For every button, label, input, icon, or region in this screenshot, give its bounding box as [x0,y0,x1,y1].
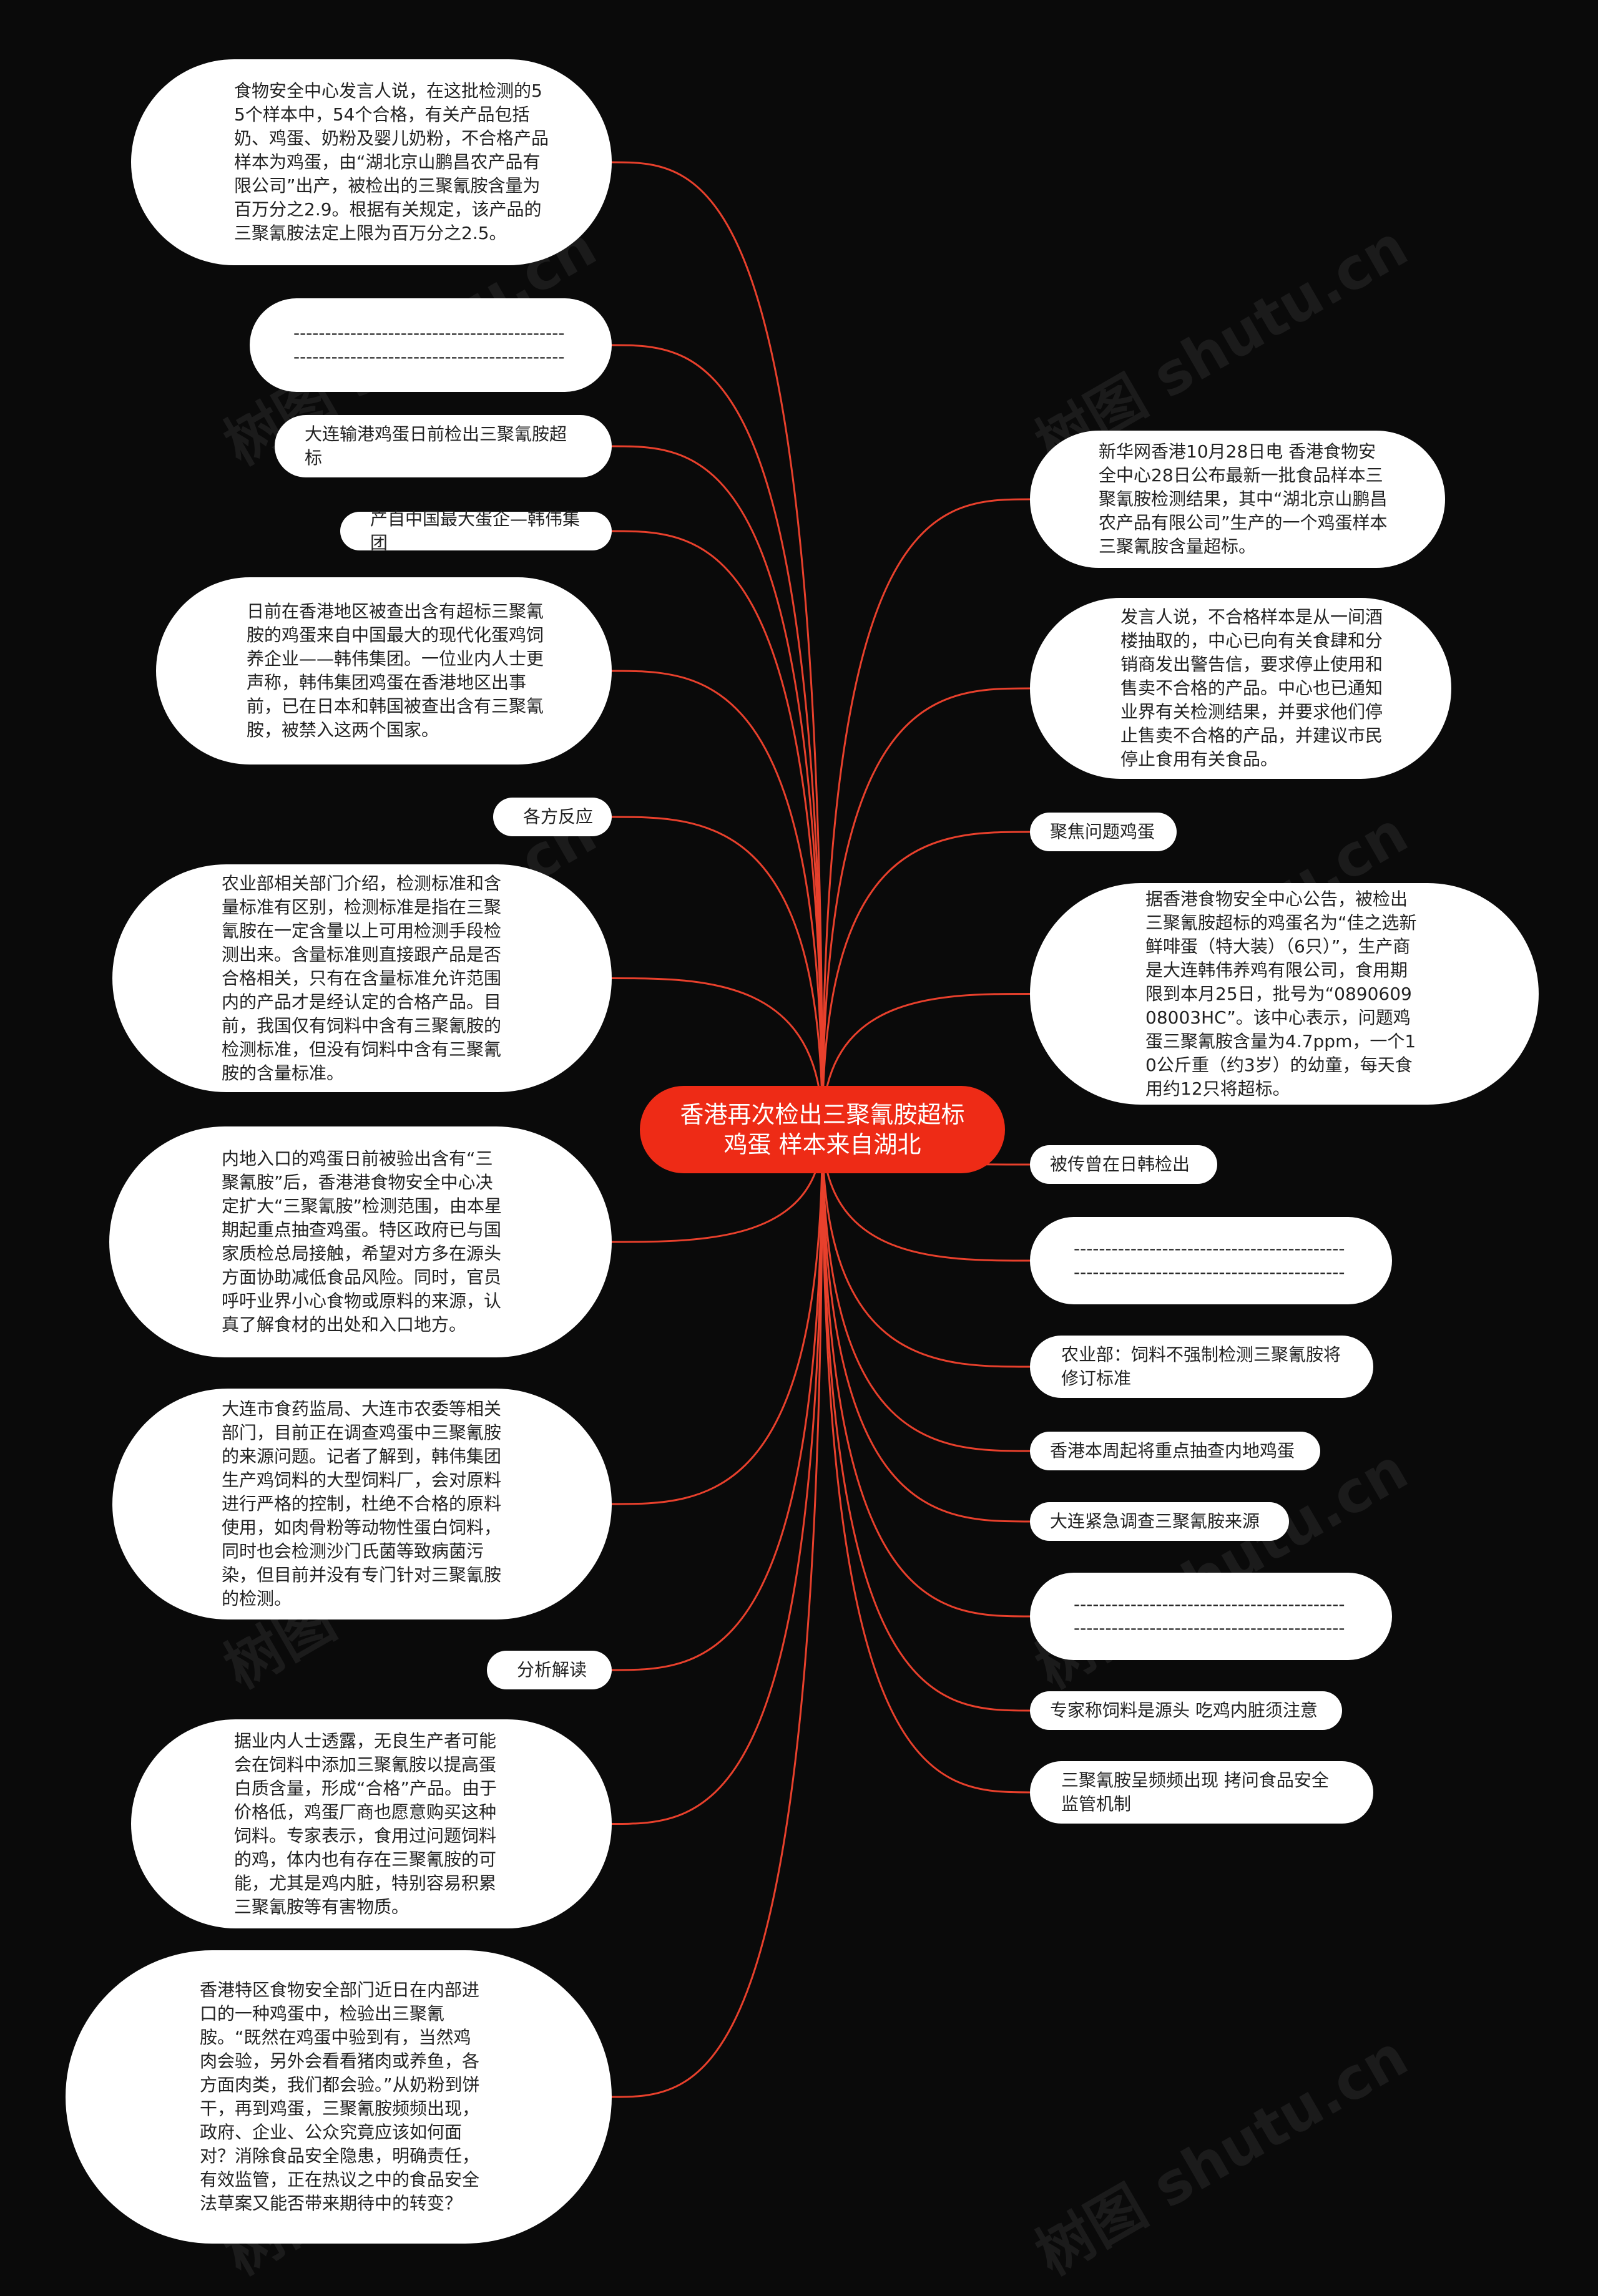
node-label: 被传曾在日韩检出 [1050,1154,1190,1175]
connector-line [821,993,1031,1130]
node-hk-sar-detection[interactable]: 香港特区食物安全部门近日在内部进口的一种鸡蛋中，检验出三聚氰胺。“既然在鸡蛋中验… [66,1950,612,2244]
connector-line [611,1129,823,1505]
node-analysis[interactable]: 分析解读 [487,1651,612,1689]
connector-line [821,1129,1031,1794]
node-label: 大连输港鸡蛋日前检出三聚氰胺超标 [305,424,567,468]
node-reactions[interactable]: 各方反应 [493,798,612,836]
node-label: 农业部相关部门介绍，检测标准和含量标准有区别，检测标准是指在三聚氰胺在一定含量以… [222,872,502,1083]
node-focus-eggs[interactable]: 聚焦问题鸡蛋 [1030,813,1177,851]
node-label: 内地入口的鸡蛋日前被验出含有“三聚氰胺”后，香港港食物安全中心决定扩大“三聚氰胺… [222,1148,502,1335]
connector-line [611,670,823,1130]
node-dalian-investigation[interactable]: 大连市食药监局、大连市农委等相关部门，目前正在调查鸡蛋中三聚氰胺的来源问题。记者… [112,1389,612,1619]
connector-line [821,687,1031,1130]
node-label: 食物安全中心发言人说，在这批检测的55个样本中，54个合格，有关产品包括奶、鸡蛋… [234,81,549,243]
node-insider[interactable]: 据业内人士透露，无良生产者可能会在饲料中添加三聚氰胺以提高蛋白质含量，形成“合格… [131,1719,612,1928]
node-label: 大连紧急调查三聚氰胺来源 [1050,1511,1260,1531]
connector-line [611,1129,823,1671]
node-label: ----------------------------------------… [293,323,565,367]
node-label: 香港特区食物安全部门近日在内部进口的一种鸡蛋中，检验出三聚氰胺。“既然在鸡蛋中验… [200,1980,480,2214]
node-label: ----------------------------------------… [1074,1594,1345,1638]
connector-line [611,1129,823,1825]
node-agri-feed[interactable]: 农业部：饲料不强制检测三聚氰胺将修订标准 [1030,1336,1373,1398]
node-hanwei-detail[interactable]: 日前在香港地区被查出含有超标三聚氰胺的鸡蛋来自中国最大的现代化蛋鸡饲养企业——韩… [156,577,612,765]
node-korea-japan[interactable]: 被传曾在日韩检出 [1030,1145,1217,1184]
node-mainland-eggs[interactable]: 内地入口的鸡蛋日前被验出含有“三聚氰胺”后，香港港食物安全中心决定扩大“三聚氰胺… [109,1126,612,1357]
node-expert-feed[interactable]: 专家称饲料是源头 吃鸡内脏须注意 [1030,1691,1342,1730]
connector-line [821,1129,1031,1618]
node-xinhua-report[interactable]: 新华网香港10月28日电 香港食物安全中心28日公布最新一批食品样本三聚氰胺检测… [1030,431,1445,568]
root-topic[interactable]: 香港再次检出三聚氰胺超标鸡蛋 样本来自湖北 [640,1086,1005,1173]
node-label: 新华网香港10月28日电 香港食物安全中心28日公布最新一批食品样本三聚氰胺检测… [1099,441,1388,557]
connector-line [611,1129,823,2098]
connector-line [821,1129,1031,1712]
node-agriculture-standard[interactable]: 农业部相关部门介绍，检测标准和含量标准有区别，检测标准是指在三聚氰胺在一定含量以… [112,864,612,1092]
connector-line [611,161,823,1130]
connector-line [821,1129,1031,1262]
node-label: 香港本周起将重点抽查内地鸡蛋 [1050,1440,1295,1461]
node-label: 三聚氰胺呈频频出现 拷问食品安全监管机制 [1061,1770,1329,1814]
node-label: 日前在香港地区被查出含有超标三聚氰胺的鸡蛋来自中国最大的现代化蛋鸡饲养企业——韩… [247,601,544,740]
connector-line [611,816,823,1130]
node-label: 聚焦问题鸡蛋 [1050,821,1155,842]
connector-line [611,344,823,1130]
node-label: 农业部：饲料不强制检测三聚氰胺将修订标准 [1061,1344,1341,1389]
connector-line [821,1129,1031,1368]
node-hk-weekly[interactable]: 香港本周起将重点抽查内地鸡蛋 [1030,1432,1320,1470]
node-label: 各方反应 [523,806,594,827]
node-dalian-urgent[interactable]: 大连紧急调查三聚氰胺来源 [1030,1502,1289,1541]
node-label: 分析解读 [517,1659,587,1680]
node-separator-right-2[interactable]: ----------------------------------------… [1030,1573,1392,1660]
node-hanwei-origin[interactable]: 产自中国最大蛋企—韩伟集团 [340,509,612,553]
connector-line [611,530,823,1130]
connector-line [821,831,1031,1130]
connector-line [821,1129,1031,1523]
node-food-safety-spokesman[interactable]: 食物安全中心发言人说，在这批检测的55个样本中，54个合格，有关产品包括奶、鸡蛋… [131,59,612,265]
node-separator-right-1[interactable]: ----------------------------------------… [1030,1217,1392,1304]
connector-line [611,445,823,1130]
node-frequent[interactable]: 三聚氰胺呈频频出现 拷问食品安全监管机制 [1030,1761,1373,1824]
node-spokesman-sample[interactable]: 发言人说，不合格样本是从一间酒楼抽取的，中心已向有关食肆和分销商发出警告信，要求… [1030,598,1451,779]
node-separator-left[interactable]: ----------------------------------------… [250,298,612,392]
node-label: ----------------------------------------… [1074,1238,1345,1282]
connector-line [821,498,1031,1130]
node-label: 据业内人士透露，无良生产者可能会在饲料中添加三聚氰胺以提高蛋白质含量，形成“合格… [234,1730,498,1917]
node-dalian-export[interactable]: 大连输港鸡蛋日前检出三聚氰胺超标 [275,415,612,477]
node-label: 大连市食药监局、大连市农委等相关部门，目前正在调查鸡蛋中三聚氰胺的来源问题。记者… [222,1399,502,1609]
node-label: 产自中国最大蛋企—韩伟集团 [370,509,581,553]
node-announcement[interactable]: 据香港食物安全中心公告，被检出三聚氰胺超标的鸡蛋名为“佳之选新鲜啡蛋（特大装）（… [1030,883,1539,1105]
node-label: 据香港食物安全中心公告，被检出三聚氰胺超标的鸡蛋名为“佳之选新鲜啡蛋（特大装）（… [1145,888,1417,1099]
connector-line [821,1129,1031,1452]
connector-line [611,977,823,1130]
node-label: 发言人说，不合格样本是从一间酒楼抽取的，中心已向有关食肆和分销商发出警告信，要求… [1120,607,1383,769]
root-topic-label: 香港再次检出三聚氰胺超标鸡蛋 样本来自湖北 [680,1101,965,1158]
node-label: 专家称饲料是源头 吃鸡内脏须注意 [1050,1700,1318,1721]
